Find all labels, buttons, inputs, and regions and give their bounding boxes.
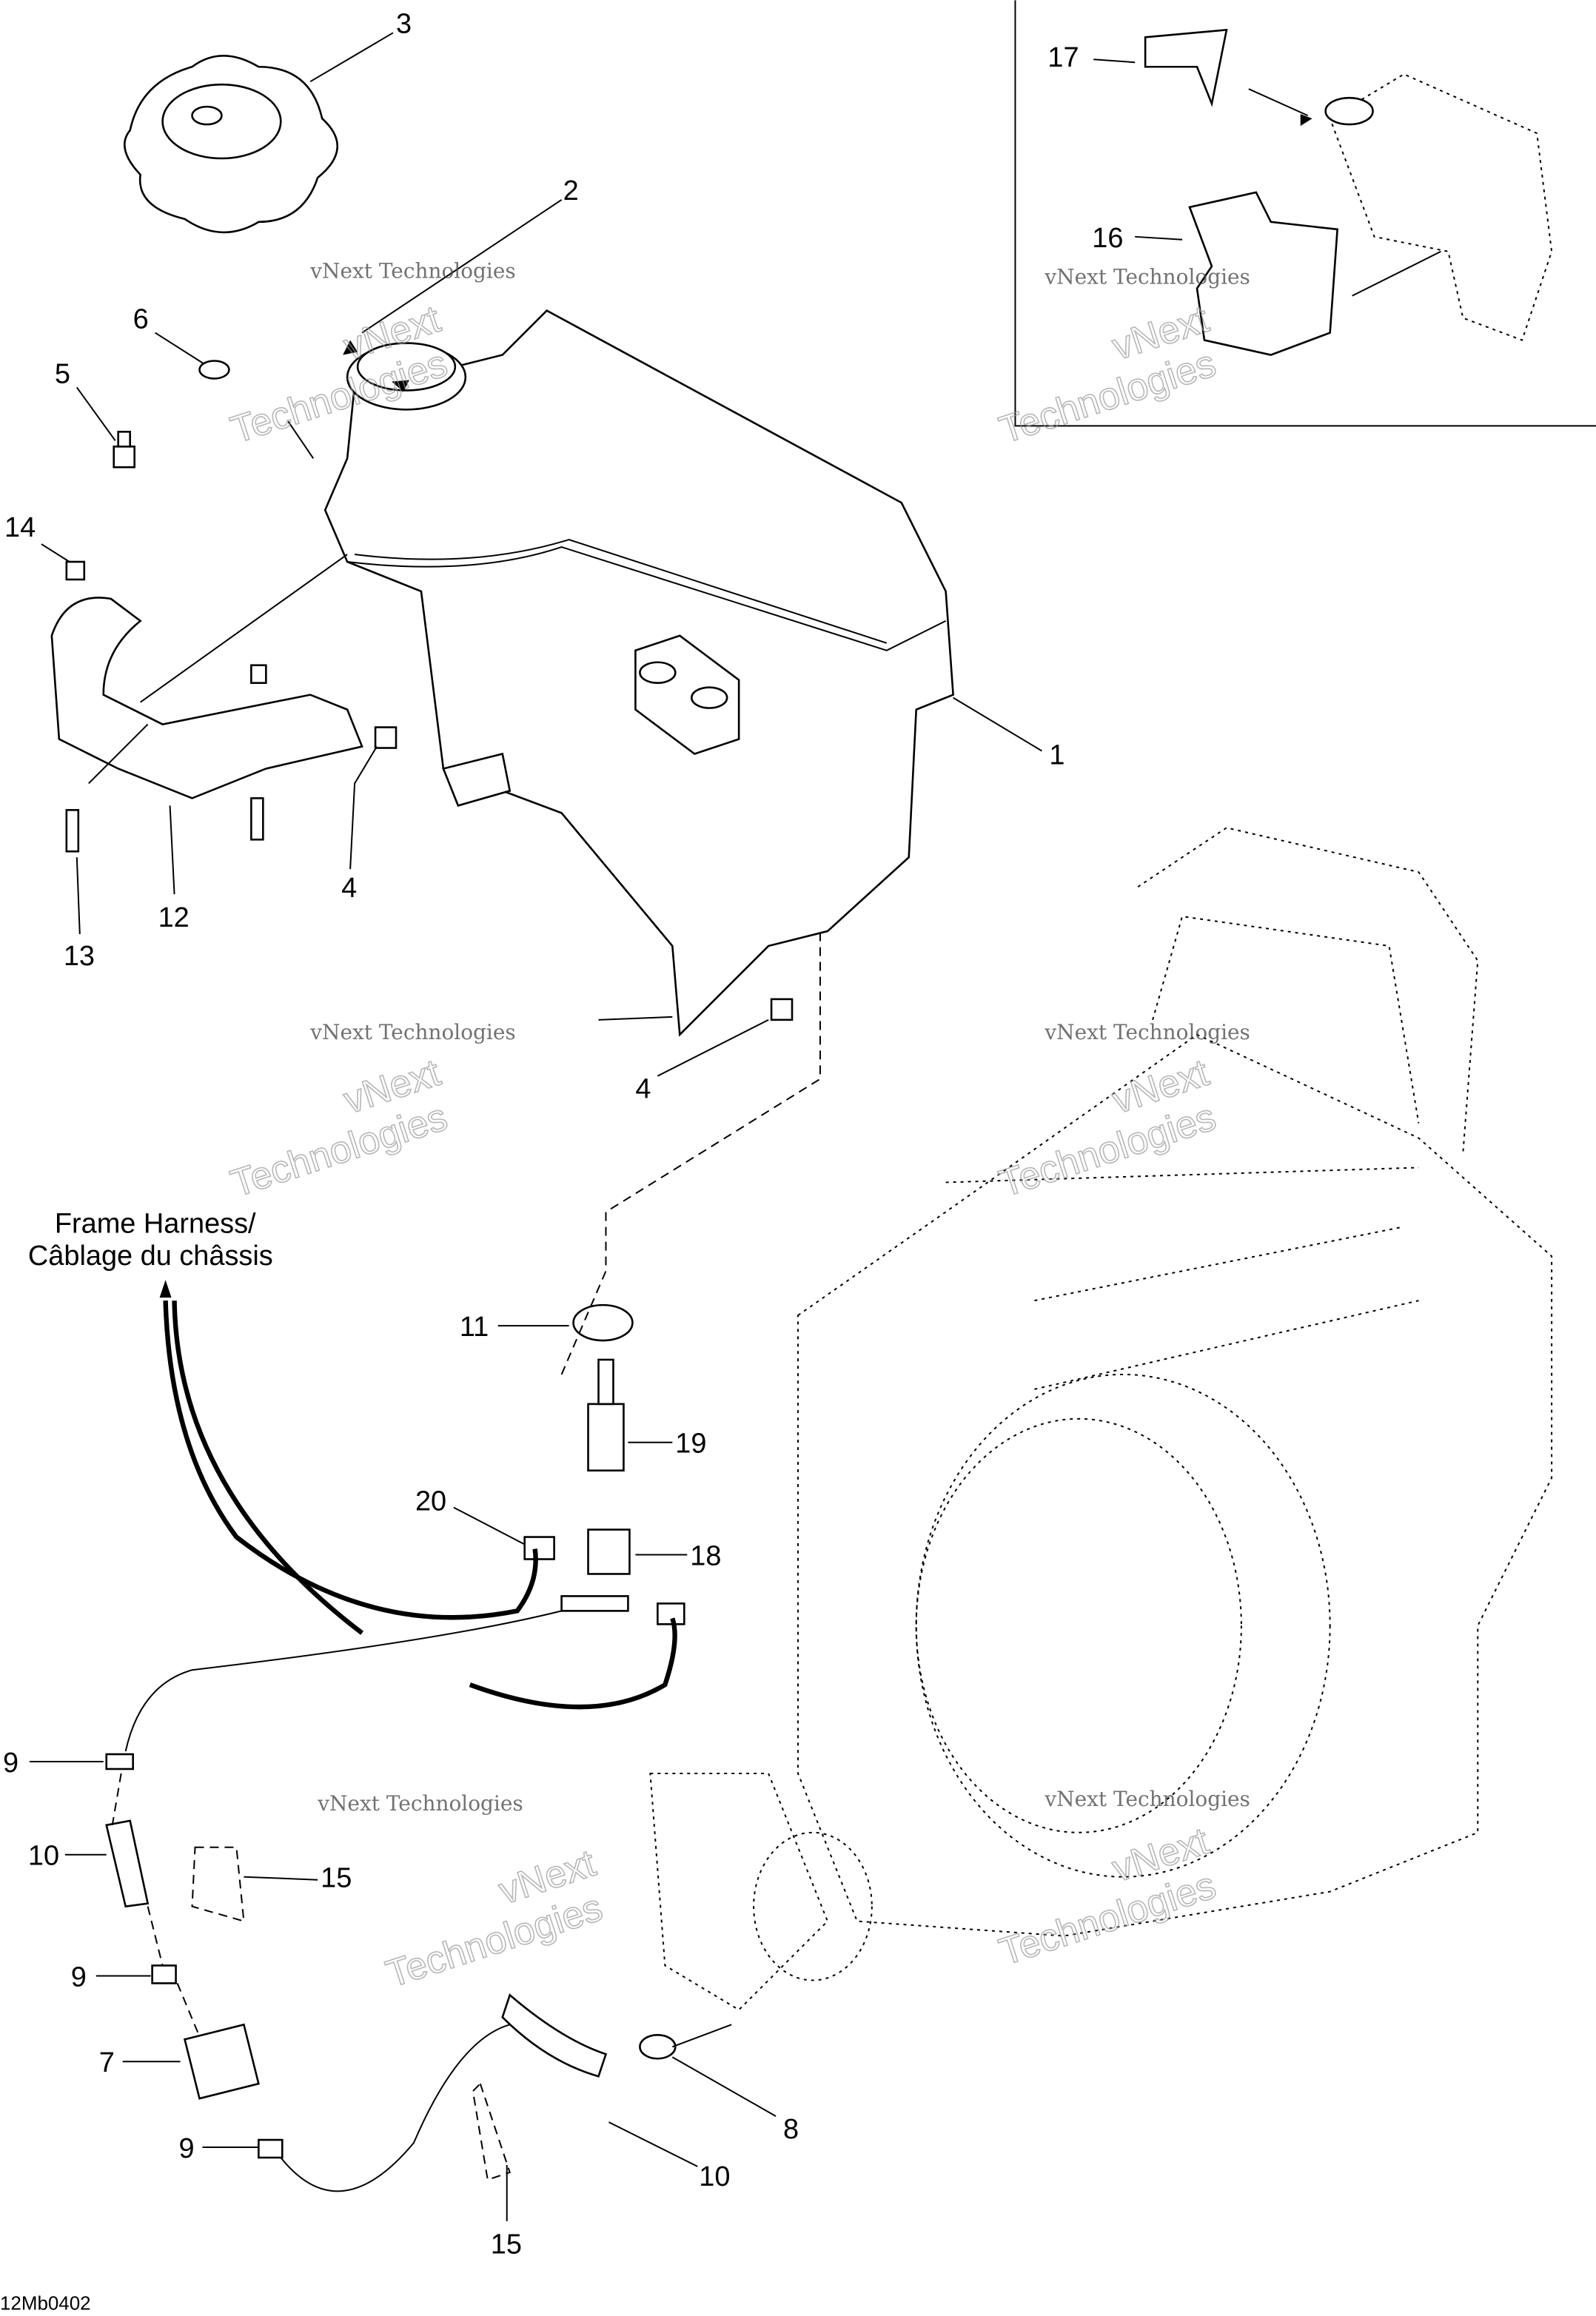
callout-15b: 15	[491, 2229, 522, 2260]
oil-tank	[323, 309, 954, 1037]
leader-lines	[29, 32, 1441, 2221]
callout-10a: 10	[28, 1841, 59, 1872]
callout-9a: 9	[3, 1748, 19, 1779]
callout-16: 16	[1092, 223, 1123, 254]
svg-text:vNext Technologies: vNext Technologies	[1044, 1787, 1250, 1811]
harness-wire	[163, 1300, 538, 1620]
callout-15a: 15	[321, 1863, 352, 1894]
hardware	[65, 360, 794, 1021]
callout-4a: 4	[341, 873, 357, 904]
harness-arrow	[159, 1280, 172, 1298]
drawing-code: 12Mb0402	[0, 2294, 91, 2315]
svg-text:Technologies: Technologies	[994, 341, 1221, 452]
callout-4b: 4	[635, 1074, 651, 1105]
callout-18: 18	[690, 1540, 721, 1571]
tank-cap	[124, 55, 339, 234]
svg-text:vNext Technologies: vNext Technologies	[309, 259, 516, 283]
callout-9c: 9	[179, 2133, 195, 2164]
callout-8: 8	[783, 2114, 799, 2145]
callout-5: 5	[55, 358, 70, 389]
callouts: 3 2 6 5 14 1 4 12 13 4 17 16 11 19 20 18…	[3, 8, 1123, 2260]
harness-label-fr: Câblage du châssis	[28, 1241, 273, 1272]
harness-wire-2	[172, 1300, 364, 1635]
callout-10b: 10	[699, 2161, 730, 2192]
engine	[649, 827, 1553, 2011]
svg-text:vNext Technologies: vNext Technologies	[1044, 265, 1250, 289]
svg-text:vNext Technologies: vNext Technologies	[317, 1791, 523, 1816]
inset-frame	[1014, 0, 1596, 427]
svg-text:Technologies: Technologies	[994, 1863, 1221, 1973]
harness-wire-3	[469, 1617, 677, 1710]
callout-9b: 9	[71, 1961, 87, 1993]
callout-13: 13	[64, 941, 95, 972]
callout-14: 14	[4, 512, 36, 543]
callout-11: 11	[460, 1312, 489, 1343]
callout-7: 7	[99, 2047, 115, 2078]
sensor-assembly	[523, 1303, 685, 1625]
svg-text:Technologies: Technologies	[380, 1885, 607, 1996]
inset-parts	[1144, 28, 1553, 356]
callout-12: 12	[158, 902, 190, 933]
callout-20: 20	[415, 1486, 446, 1517]
svg-text:vNext Technologies: vNext Technologies	[1044, 1020, 1250, 1044]
callout-1: 1	[1049, 739, 1064, 771]
callout-2: 2	[563, 175, 579, 207]
svg-text:vNext Technologies: vNext Technologies	[309, 1020, 516, 1044]
callout-6: 6	[133, 304, 149, 335]
harness-label-en: Frame Harness/	[55, 1208, 256, 1239]
svg-text:Technologies: Technologies	[994, 1095, 1221, 1205]
callout-17: 17	[1047, 42, 1079, 73]
heat-shield	[50, 597, 363, 799]
callout-19: 19	[675, 1429, 706, 1460]
callout-3: 3	[396, 8, 412, 39]
svg-text:Technologies: Technologies	[226, 1095, 452, 1205]
oil-lines	[105, 931, 821, 2192]
